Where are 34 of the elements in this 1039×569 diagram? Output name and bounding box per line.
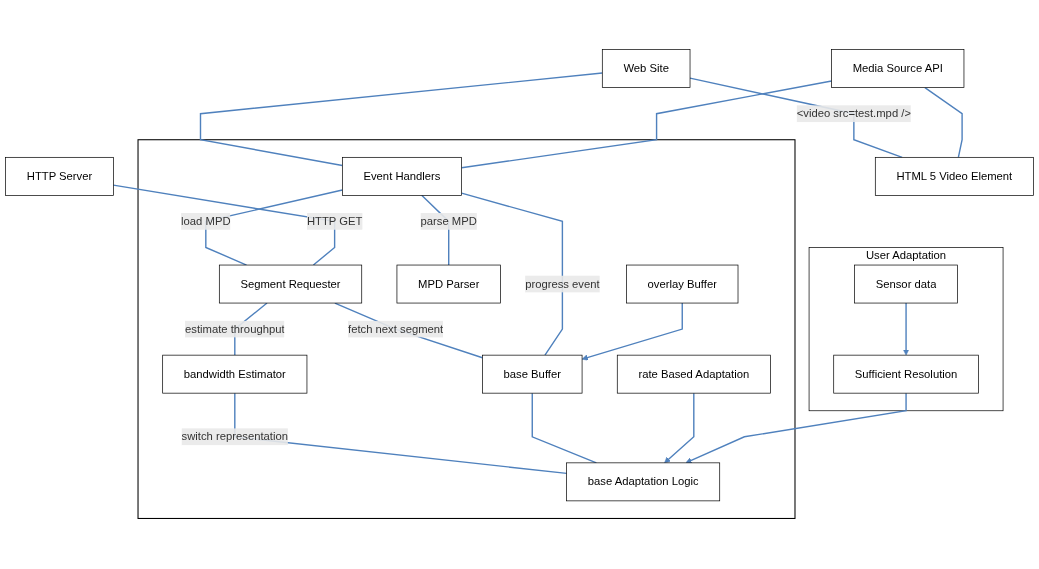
edge-label: <video src=test.mpd /> <box>796 107 911 120</box>
arrow <box>685 392 907 464</box>
connector <box>924 87 963 159</box>
connector <box>460 80 833 169</box>
edge-label: parse MPD <box>420 215 477 228</box>
node-box: Segment Requester <box>218 265 363 304</box>
edge-label: estimate throughput <box>185 323 285 336</box>
edge-label: switch representation <box>181 430 289 443</box>
connector <box>199 72 603 167</box>
arrow <box>664 392 695 464</box>
node-box: Web Site <box>601 49 691 89</box>
node-box: HTTP Server <box>5 157 114 197</box>
node-box: HTML 5 Video Element <box>874 157 1034 197</box>
node-box: Sufficient Resolution <box>833 355 979 394</box>
connector <box>460 192 564 357</box>
cluster <box>137 139 796 520</box>
edge-label: load MPD <box>181 215 231 228</box>
connector <box>531 392 598 464</box>
node-box: rate Based Adaptation <box>616 355 771 394</box>
node-box: overlay Buffer <box>626 265 739 304</box>
node-box: Event Handlers <box>342 157 462 197</box>
node-box: base Buffer <box>482 355 583 394</box>
node-box: Media Source API <box>831 49 965 89</box>
connector <box>112 184 336 267</box>
arrow <box>902 302 910 356</box>
node-box: Sensor data <box>854 265 958 304</box>
connector <box>334 302 484 359</box>
node-box: MPD Parser <box>396 265 501 304</box>
arrow <box>581 302 683 361</box>
node-box: base Adaptation Logic <box>566 462 721 502</box>
node-box: bandwidth Estimator <box>162 355 308 394</box>
edge-label: fetch next segment <box>348 323 444 336</box>
edge-label: progress event <box>525 278 600 291</box>
edge-label: HTTP GET <box>306 215 363 228</box>
